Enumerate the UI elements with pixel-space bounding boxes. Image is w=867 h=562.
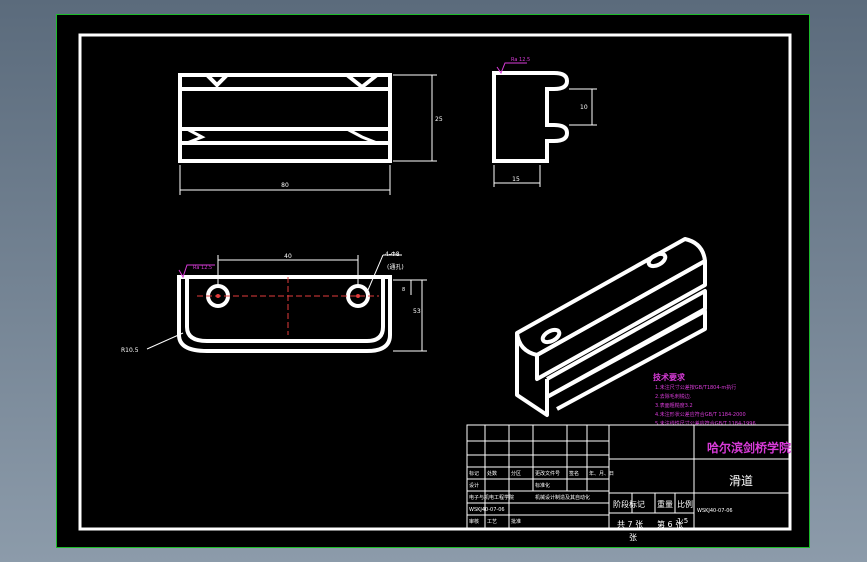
roughness-label-top: Ra 12.5 [511, 57, 530, 63]
hole-note-2: (通孔) [387, 263, 404, 271]
bottom-view [177, 275, 392, 353]
part-name: 滑道 [729, 474, 753, 488]
sheets-total: 共 7 张 [617, 520, 643, 529]
drawing-sheet: 80 25 15 10 Ra 12.5 [56, 14, 810, 548]
isometric-view [515, 237, 707, 417]
stage-label: 阶段标记 [613, 499, 645, 509]
roughness-label-bottom: Ra 12.5 [193, 265, 212, 271]
bom-row-2-col-4: 标准化 [535, 482, 550, 489]
tech-req-line-1: 1.未注尺寸公差按GB/T1804-m执行 [655, 384, 736, 391]
check-row: 审核 [469, 518, 479, 525]
dim-front-length: 80 [281, 182, 289, 189]
cad-canvas: 80 25 15 10 Ra 12.5 [78, 33, 792, 542]
dim-side-width: 15 [512, 176, 520, 183]
bom-row-1-col-6: 年、月、日 [589, 470, 614, 477]
roughness-symbol-bottom [178, 264, 215, 279]
dim-front-height: 25 [435, 116, 443, 123]
tech-req-line-4: 4.未注形状公差应符合GB/T 1184-2000 [655, 411, 746, 418]
dim-side-slot: 10 [580, 104, 588, 111]
title-block [466, 424, 791, 530]
weight-label: 重量 [657, 499, 673, 509]
dim-bottom-small: 8 [402, 287, 405, 293]
bom-row-1-col-1: 标记 [469, 470, 479, 477]
school-name: 哈尔滨剑桥学院 [707, 440, 791, 455]
hole-note-1: 4-Φ8 [385, 251, 400, 258]
bottom-view-dims [146, 254, 427, 352]
tech-req-line-3: 3.表面粗糙度3.2 [655, 402, 693, 409]
side-view-dims [493, 88, 597, 187]
front-view-dims [179, 74, 437, 195]
scale-value: 1:5 [677, 517, 688, 525]
bom-row-1-col-5: 签名 [569, 470, 579, 477]
process-row: 工艺 [487, 519, 497, 525]
tech-req-line-5: 5.未注线性尺寸公差应符合GB/T 1184-1996 [655, 420, 756, 427]
scale-label: 比例 [677, 499, 693, 509]
dim-hole-spacing: 40 [284, 253, 292, 260]
designer-row: 电子与机电工程学院 [469, 494, 514, 501]
approve-row: 批准 [511, 518, 521, 525]
tech-req-heading: 技术要求 [653, 372, 686, 382]
roughness-symbol-top [496, 62, 527, 75]
company-mark: 张 [629, 533, 637, 542]
sheet-number: 第 6 张 [657, 519, 683, 529]
drawing-number: WSKJ40-07-06 [697, 508, 733, 514]
owner-code: WSKJ40-07-06 [469, 507, 505, 513]
standard-row: 机械设计制造及其自动化 [535, 494, 590, 501]
center-lines [197, 277, 379, 335]
bom-row-1-col-4: 更改文件号 [535, 470, 560, 477]
front-view [178, 73, 392, 163]
bom-row-1-col-3: 分区 [511, 470, 521, 477]
inner-frame [78, 33, 792, 531]
tech-req-line-2: 2.去除毛刺锐边. [655, 393, 692, 400]
dim-bottom-height: 53 [413, 308, 421, 315]
dim-fillet: R10.5 [121, 347, 139, 354]
bom-row-1-col-2: 处数 [487, 470, 497, 477]
side-view [492, 71, 570, 163]
bom-row-2-col-1: 设计 [469, 482, 479, 489]
